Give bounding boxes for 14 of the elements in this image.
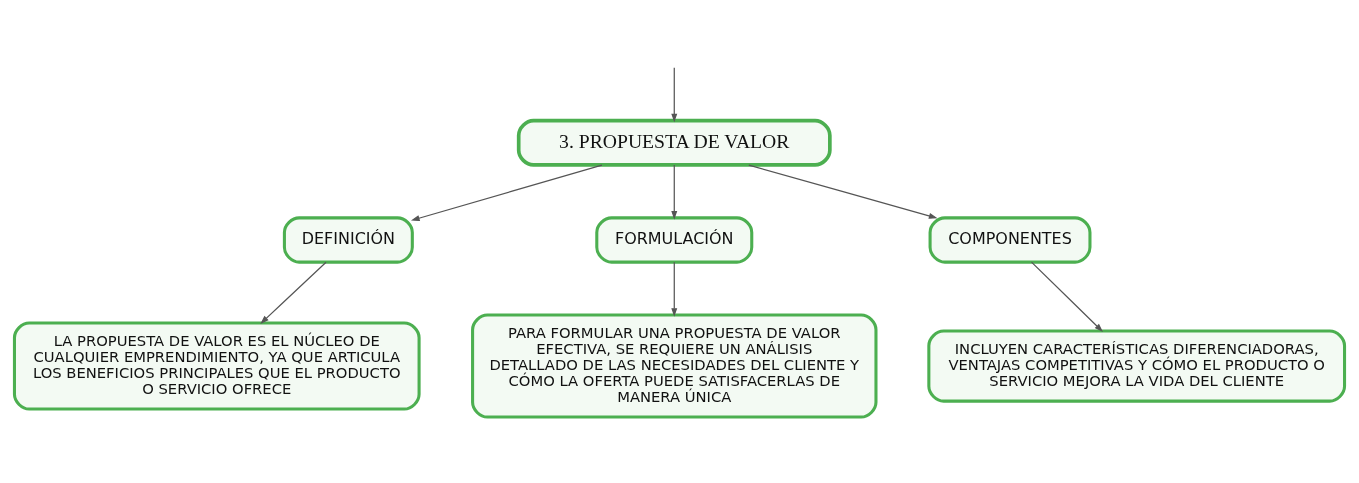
node-box: 3. PROPUESTA DE VALOR (516, 118, 832, 167)
arrow (671, 261, 678, 317)
node-box: COMPONENTES (928, 215, 1092, 264)
arrow (411, 163, 603, 221)
arrow (671, 163, 678, 220)
node-box: FORMULACIÓN (595, 215, 754, 264)
arrow (748, 163, 938, 219)
arrow (671, 66, 678, 122)
node-box: LA PROPUESTA DE VALOR ES EL NÚCLEO DE CUALQUIER EMPRENDIMIENTO, YA QUE ARTICULA LOS BENEFICIOS PRINCIPALES QUE EL PRODUCTO O SERVICIO OFRECE (12, 320, 421, 411)
arrow (260, 261, 327, 324)
node-box: DEFINICIÓN (282, 215, 414, 264)
node-box: INCLUYEN CARACTERÍSTICAS DIFERENCIADORAS, VENTAJAS COMPETITIVAS Y CÓMO EL PRODUCTO O SERVICIO MEJORA LA VIDA DEL CLIENTE (927, 328, 1347, 403)
arrow (1030, 261, 1103, 332)
node-box: PARA FORMULAR UNA PROPUESTA DE VALOR EFECTIVA, SE REQUIERE UN ANÁLISIS DETALLADO DE LAS NECESIDADES DEL CLIENTE Y CÓMO LA OFERTA PUEDE SATISFACERLAS DE MANERA ÚNICA (471, 312, 878, 419)
